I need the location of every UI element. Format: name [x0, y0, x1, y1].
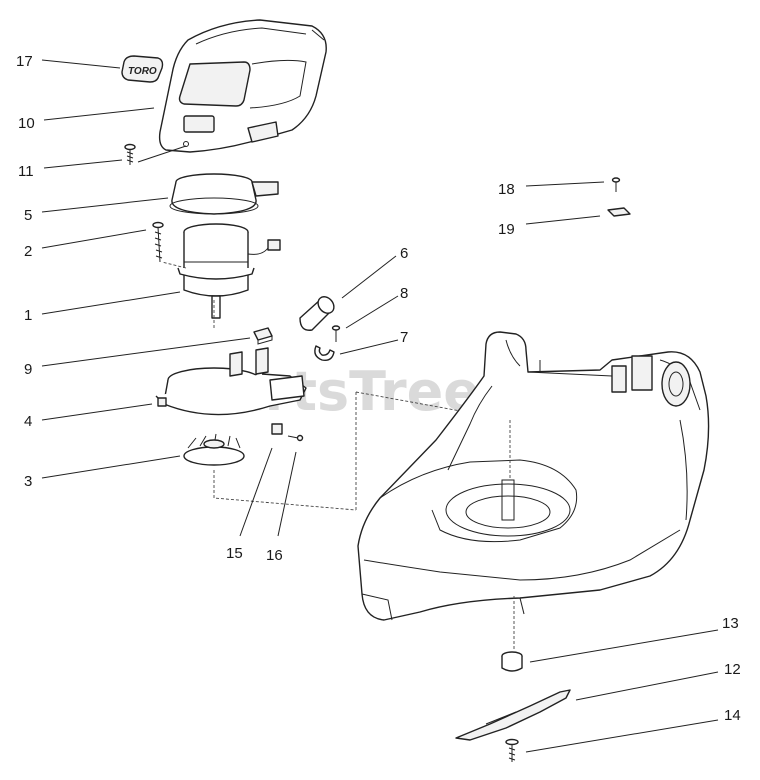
callout-9: 9: [24, 361, 32, 378]
part-18-screw[interactable]: [611, 177, 621, 192]
callout-labels: 17 10 11 5 2 1 9 4 3 15 16 6 8 7 18 19 1…: [16, 53, 741, 724]
part-7-clip[interactable]: [314, 345, 335, 362]
callout-13: 13: [722, 615, 739, 632]
callout-1: 1: [24, 307, 32, 324]
mower-deck: [357, 331, 710, 650]
part-15-bracket[interactable]: [271, 423, 283, 435]
callout-7: 7: [400, 329, 408, 346]
callout-10: 10: [18, 115, 35, 132]
callout-6: 6: [400, 245, 408, 262]
leader-lines: [41, 59, 719, 753]
part-2-long-screw[interactable]: [152, 221, 164, 263]
callout-18: 18: [498, 181, 515, 198]
callout-14: 14: [724, 707, 741, 724]
callout-17: 17: [16, 53, 33, 70]
part-16-screw[interactable]: [287, 434, 304, 442]
part-6-capacitor[interactable]: [299, 294, 337, 331]
callout-11: 11: [18, 163, 34, 180]
part-10-motor-cover[interactable]: [158, 19, 327, 153]
part-14-blade-bolt[interactable]: [505, 738, 519, 763]
callout-16: 16: [266, 547, 283, 564]
part-1-motor[interactable]: [177, 223, 281, 319]
callout-2: 2: [24, 243, 32, 260]
part-13-blade-adapter[interactable]: [501, 651, 523, 672]
part-5-motor-cap[interactable]: [169, 173, 279, 215]
callout-3: 3: [24, 473, 32, 490]
part-8-screw[interactable]: [331, 325, 341, 342]
callout-8: 8: [400, 285, 408, 302]
part-9-switch[interactable]: [253, 327, 273, 345]
part-19-clip[interactable]: [607, 207, 631, 217]
part-12-blade[interactable]: [455, 689, 571, 741]
badge-logo-text: TORO: [128, 66, 157, 77]
callout-12: 12: [724, 661, 741, 678]
part-3-fan[interactable]: [183, 433, 245, 466]
callout-4: 4: [24, 413, 32, 430]
callout-5: 5: [24, 207, 32, 224]
callout-15: 15: [226, 545, 243, 562]
part-4-fan-housing[interactable]: [155, 347, 307, 416]
part-11-screw[interactable]: [124, 143, 136, 166]
part-17-badge[interactable]: TORO: [121, 55, 164, 83]
callout-19: 19: [498, 221, 515, 238]
